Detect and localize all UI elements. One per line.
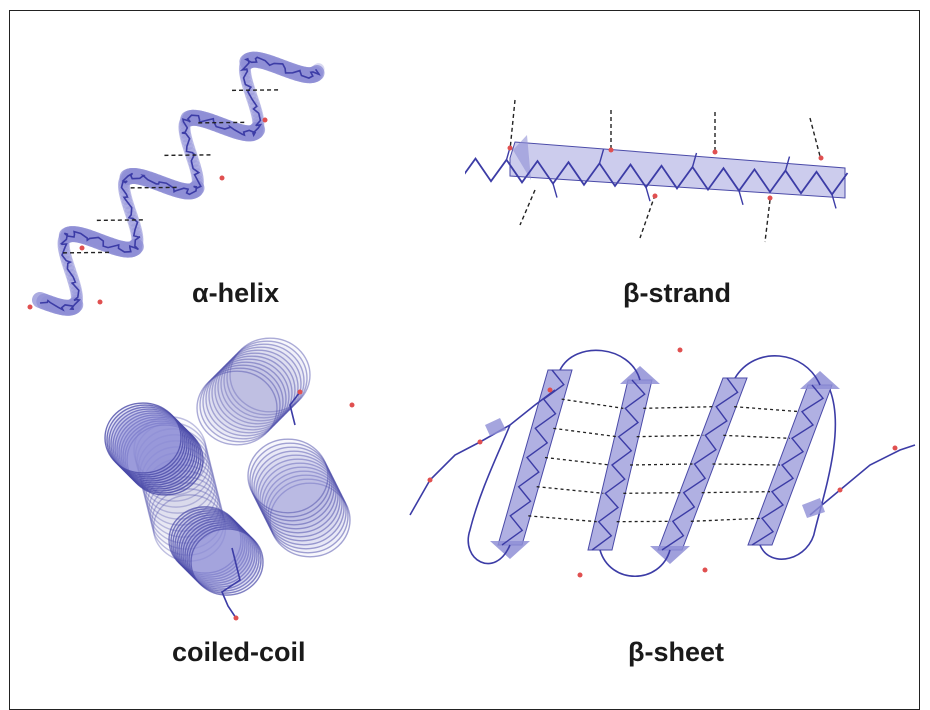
sheet-strand-arrowhead	[800, 371, 840, 389]
oxygen-atom	[653, 194, 658, 199]
oxygen-atom	[703, 568, 708, 573]
oxygen-atom	[428, 478, 433, 483]
beta-sheet-panel: β-sheet	[400, 330, 930, 681]
side-chain	[739, 191, 743, 205]
oxygen-atom	[893, 446, 898, 451]
hydrogen-bond	[537, 487, 604, 494]
oxygen-atom	[28, 305, 33, 310]
hydrogen-bond	[553, 428, 616, 436]
hydrogen-bond	[520, 190, 535, 225]
oxygen-atom	[713, 150, 718, 155]
sheet-strand-arrowhead	[620, 366, 660, 384]
beta-strand-panel: β-strand	[465, 0, 930, 330]
beta-strand-label: β-strand	[623, 278, 731, 309]
alpha-helix-label: α-helix	[192, 278, 279, 309]
oxygen-atom	[263, 118, 268, 123]
oxygen-atom	[350, 403, 355, 408]
sheet-strand-ribbon	[658, 378, 747, 550]
oxygen-atom	[678, 348, 683, 353]
coiled-coil-label: coiled-coil	[172, 637, 306, 668]
hydrogen-bond	[765, 200, 770, 242]
turn-loop	[560, 350, 640, 380]
hydrogen-bond	[510, 100, 515, 150]
oxygen-atom	[768, 196, 773, 201]
oxygen-atom	[234, 616, 239, 621]
alpha-helix-panel: α-helix	[0, 0, 465, 330]
oxygen-atom	[548, 388, 553, 393]
small-strand	[802, 498, 825, 518]
helix-ring	[248, 439, 328, 513]
helix-ribbon-segment	[318, 69, 319, 71]
oxygen-atom	[838, 488, 843, 493]
turn-loop	[735, 356, 820, 385]
hydrogen-bond	[623, 493, 681, 494]
oxygen-atom	[80, 246, 85, 251]
hydrogen-bond	[691, 518, 760, 521]
strand-arrow-body	[510, 142, 845, 198]
small-strand	[485, 418, 506, 436]
hydrogen-bond	[545, 458, 610, 466]
hydrogen-bond	[637, 435, 704, 436]
oxygen-atom	[478, 440, 483, 445]
hydrogen-bond	[702, 492, 770, 493]
coiled-coil-illustration	[0, 330, 420, 681]
oxygen-atom	[819, 156, 824, 161]
hydrogen-bond	[810, 118, 821, 160]
coiled-coil-panel: coiled-coil	[0, 330, 420, 681]
hydrogen-bond	[723, 435, 790, 438]
oxygen-atom	[578, 573, 583, 578]
hydrogen-bond	[528, 516, 596, 522]
hydrogen-bond	[640, 195, 655, 238]
helix-ring	[197, 371, 277, 445]
beta-sheet-label: β-sheet	[628, 637, 724, 668]
oxygen-atom	[220, 176, 225, 181]
oxygen-atom	[298, 390, 303, 395]
terminal-chain	[810, 445, 915, 515]
beta-sheet-illustration	[400, 330, 930, 681]
side-chain	[646, 187, 650, 201]
oxygen-atom	[508, 146, 513, 151]
hydrogen-bond	[643, 407, 714, 409]
side-chain	[553, 184, 557, 198]
hydrogen-bond	[562, 399, 624, 408]
sheet-strand-arrowhead	[650, 546, 690, 564]
hydrogen-bond	[734, 407, 800, 412]
oxygen-atom	[609, 148, 614, 153]
oxygen-atom	[98, 300, 103, 305]
hydrogen-bond	[630, 464, 693, 465]
helix-ring	[105, 403, 181, 473]
helix-ring	[191, 529, 263, 595]
sheet-strand-arrowhead	[490, 541, 530, 559]
hydrogen-bond	[713, 464, 781, 465]
